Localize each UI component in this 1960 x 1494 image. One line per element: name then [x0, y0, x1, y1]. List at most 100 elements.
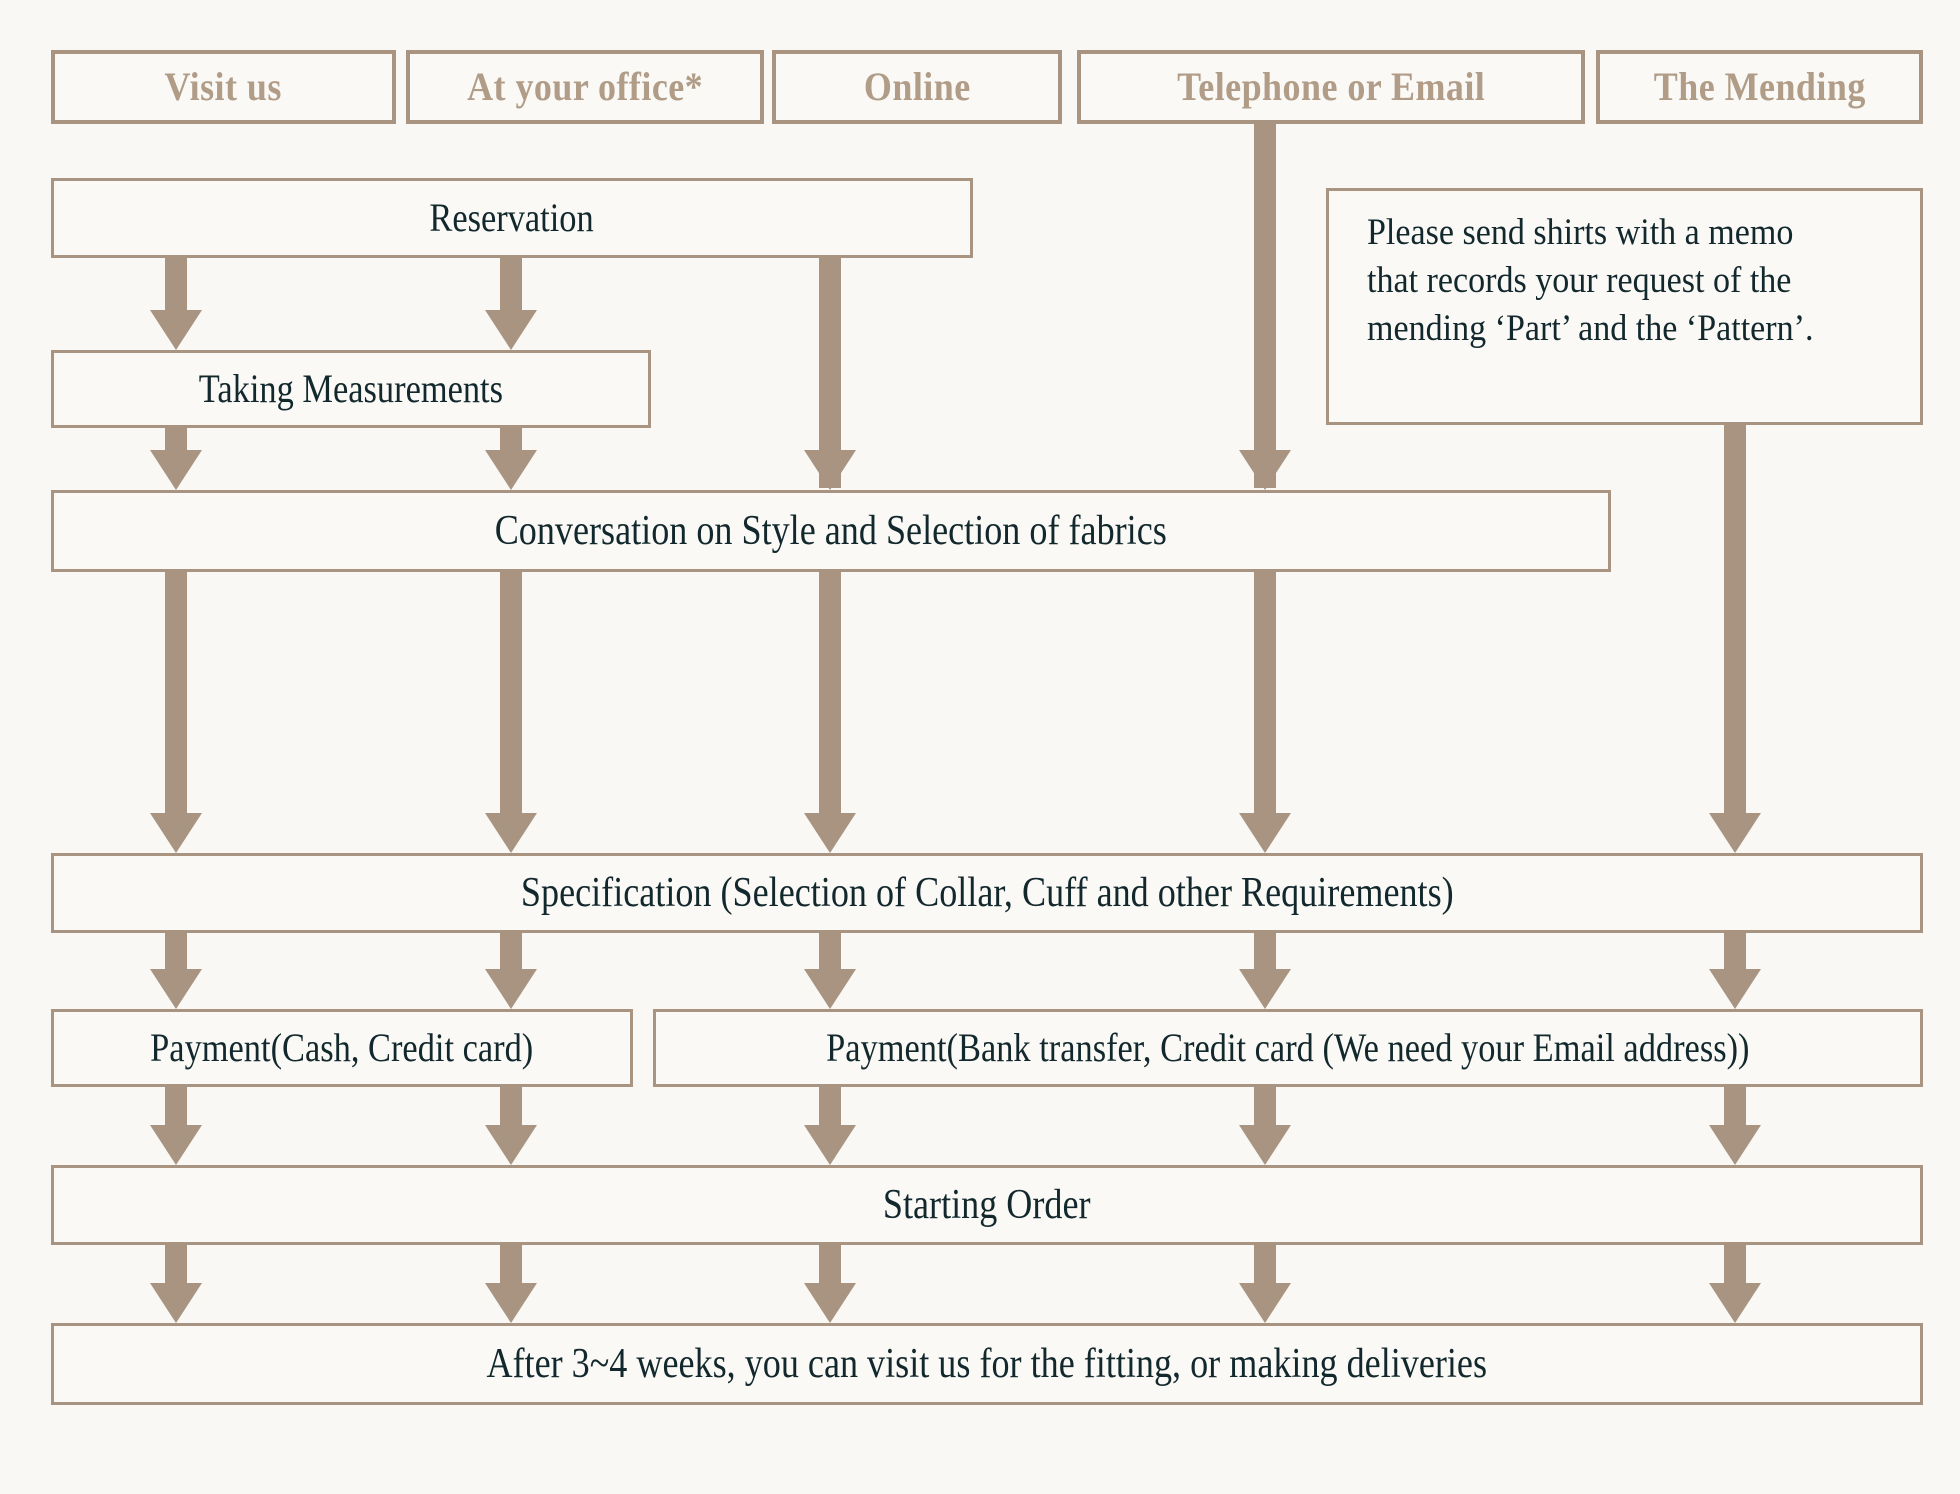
step-label: Reservation [429, 195, 595, 240]
arrow-telephone-to-conversation [1239, 448, 1291, 490]
arrow-stem [165, 1087, 187, 1127]
arrow-reservation-to-measurements-col1 [150, 258, 202, 350]
arrow-stem [1254, 1087, 1276, 1127]
arrow-starting-order-to-delivery-col2 [485, 1245, 537, 1323]
arrow-stem [500, 1245, 522, 1285]
step-box-reservation[interactable]: Reservation [51, 178, 973, 258]
arrowhead-icon [485, 450, 537, 490]
arrowhead-icon [804, 1283, 856, 1323]
arrow-stem [819, 1087, 841, 1127]
step-box-delivery[interactable]: After 3~4 weeks, you can visit us for th… [51, 1323, 1923, 1405]
arrowhead-icon [1239, 969, 1291, 1009]
arrow-stem [165, 933, 187, 971]
step-box-starting-order[interactable]: Starting Order [51, 1165, 1923, 1245]
arrow-payment-to-starting-order-col5 [1709, 1087, 1761, 1165]
arrow-starting-order-to-delivery-col3 [804, 1245, 856, 1323]
step-label: Payment(Bank transfer, Credit card (We n… [826, 1025, 1750, 1070]
arrowhead-icon [1709, 1125, 1761, 1165]
channel-box-the-mending[interactable]: The Mending [1596, 50, 1923, 124]
arrow-starting-order-to-delivery-col1 [150, 1245, 202, 1323]
step-label: Specification (Selection of Collar, Cuff… [520, 869, 1454, 916]
arrow-conversation-to-specification-col2 [485, 572, 537, 853]
arrowhead-icon [1709, 969, 1761, 1009]
arrow-stem [165, 572, 187, 813]
arrow-stem [165, 1245, 187, 1285]
channel-label: The Mending [1653, 64, 1866, 109]
arrow-specification-to-payment-col1 [150, 933, 202, 1009]
arrow-specification-to-payment-col4 [1239, 933, 1291, 1009]
channel-label: Visit us [164, 64, 283, 109]
step-box-taking-measurements[interactable]: Taking Measurements [51, 350, 651, 428]
connector-mending-to-specification [1724, 425, 1746, 827]
arrowhead-icon [1709, 1283, 1761, 1323]
arrow-stem [165, 258, 187, 310]
step-box-conversation[interactable]: Conversation on Style and Selection of f… [51, 490, 1611, 572]
arrow-mending-to-specification [1709, 787, 1761, 853]
arrow-specification-to-payment-col3 [804, 933, 856, 1009]
arrow-stem [819, 933, 841, 971]
arrow-starting-order-to-delivery-col4 [1239, 1245, 1291, 1323]
arrowhead-icon [150, 813, 202, 853]
arrow-stem [1254, 572, 1276, 813]
arrow-specification-to-payment-col5 [1709, 933, 1761, 1009]
arrow-stem [1724, 1087, 1746, 1127]
connector-telephone-to-conversation [1254, 124, 1276, 488]
arrow-conversation-to-specification-col1 [150, 572, 202, 853]
memo-text: Please send shirts with a memo that reco… [1367, 212, 1814, 350]
step-label: Conversation on Style and Selection of f… [494, 507, 1168, 554]
arrowhead-icon [804, 1125, 856, 1165]
arrowhead-icon [804, 450, 856, 490]
arrowhead-icon [485, 969, 537, 1009]
arrowhead-icon [150, 1125, 202, 1165]
arrow-stem [1724, 1245, 1746, 1285]
arrowhead-icon [1239, 813, 1291, 853]
arrowhead-icon [150, 450, 202, 490]
arrow-measurements-to-conversation-col1 [150, 428, 202, 490]
channel-label: Telephone or Email [1176, 64, 1486, 109]
step-label: After 3~4 weeks, you can visit us for th… [486, 1340, 1488, 1387]
arrow-measurements-to-conversation-col2 [485, 428, 537, 490]
arrow-conversation-to-specification-col4 [1239, 572, 1291, 853]
arrow-specification-to-payment-col2 [485, 933, 537, 1009]
arrow-stem [500, 933, 522, 971]
arrowhead-icon [1239, 1125, 1291, 1165]
arrow-stem [1254, 1245, 1276, 1285]
arrow-payment-to-starting-order-col1 [150, 1087, 202, 1165]
arrow-stem [165, 428, 187, 452]
arrow-stem [1254, 933, 1276, 971]
connector-online-to-conversation [819, 258, 841, 488]
channel-label: At your office* [466, 64, 704, 109]
arrow-stem [1724, 933, 1746, 971]
arrowhead-icon [804, 813, 856, 853]
channel-box-visit-us[interactable]: Visit us [51, 50, 396, 124]
arrowhead-icon [485, 1125, 537, 1165]
channel-box-online[interactable]: Online [772, 50, 1062, 124]
step-box-specification[interactable]: Specification (Selection of Collar, Cuff… [51, 853, 1923, 933]
step-label: Taking Measurements [198, 366, 504, 411]
step-box-payment-cash[interactable]: Payment(Cash, Credit card) [51, 1009, 633, 1087]
arrowhead-icon [485, 310, 537, 350]
arrowhead-icon [150, 1283, 202, 1323]
arrow-stem [500, 428, 522, 452]
memo-box-mending-instructions: Please send shirts with a memo that reco… [1326, 188, 1923, 425]
arrow-stem [819, 572, 841, 813]
arrow-online-to-conversation [804, 448, 856, 490]
arrow-payment-to-starting-order-col4 [1239, 1087, 1291, 1165]
arrowhead-icon [485, 1283, 537, 1323]
arrow-stem [500, 572, 522, 813]
arrowhead-icon [150, 969, 202, 1009]
channel-label: Online [863, 64, 971, 109]
arrow-stem [500, 1087, 522, 1127]
step-box-payment-bank-transfer[interactable]: Payment(Bank transfer, Credit card (We n… [653, 1009, 1923, 1087]
arrow-stem [819, 1245, 841, 1285]
arrow-conversation-to-specification-col3 [804, 572, 856, 853]
arrowhead-icon [1239, 1283, 1291, 1323]
arrow-payment-to-starting-order-col2 [485, 1087, 537, 1165]
arrowhead-icon [804, 969, 856, 1009]
arrow-starting-order-to-delivery-col5 [1709, 1245, 1761, 1323]
arrowhead-icon [485, 813, 537, 853]
arrow-stem [500, 258, 522, 310]
channel-box-at-your-office[interactable]: At your office* [406, 50, 764, 124]
channel-box-telephone-or-email[interactable]: Telephone or Email [1077, 50, 1585, 124]
